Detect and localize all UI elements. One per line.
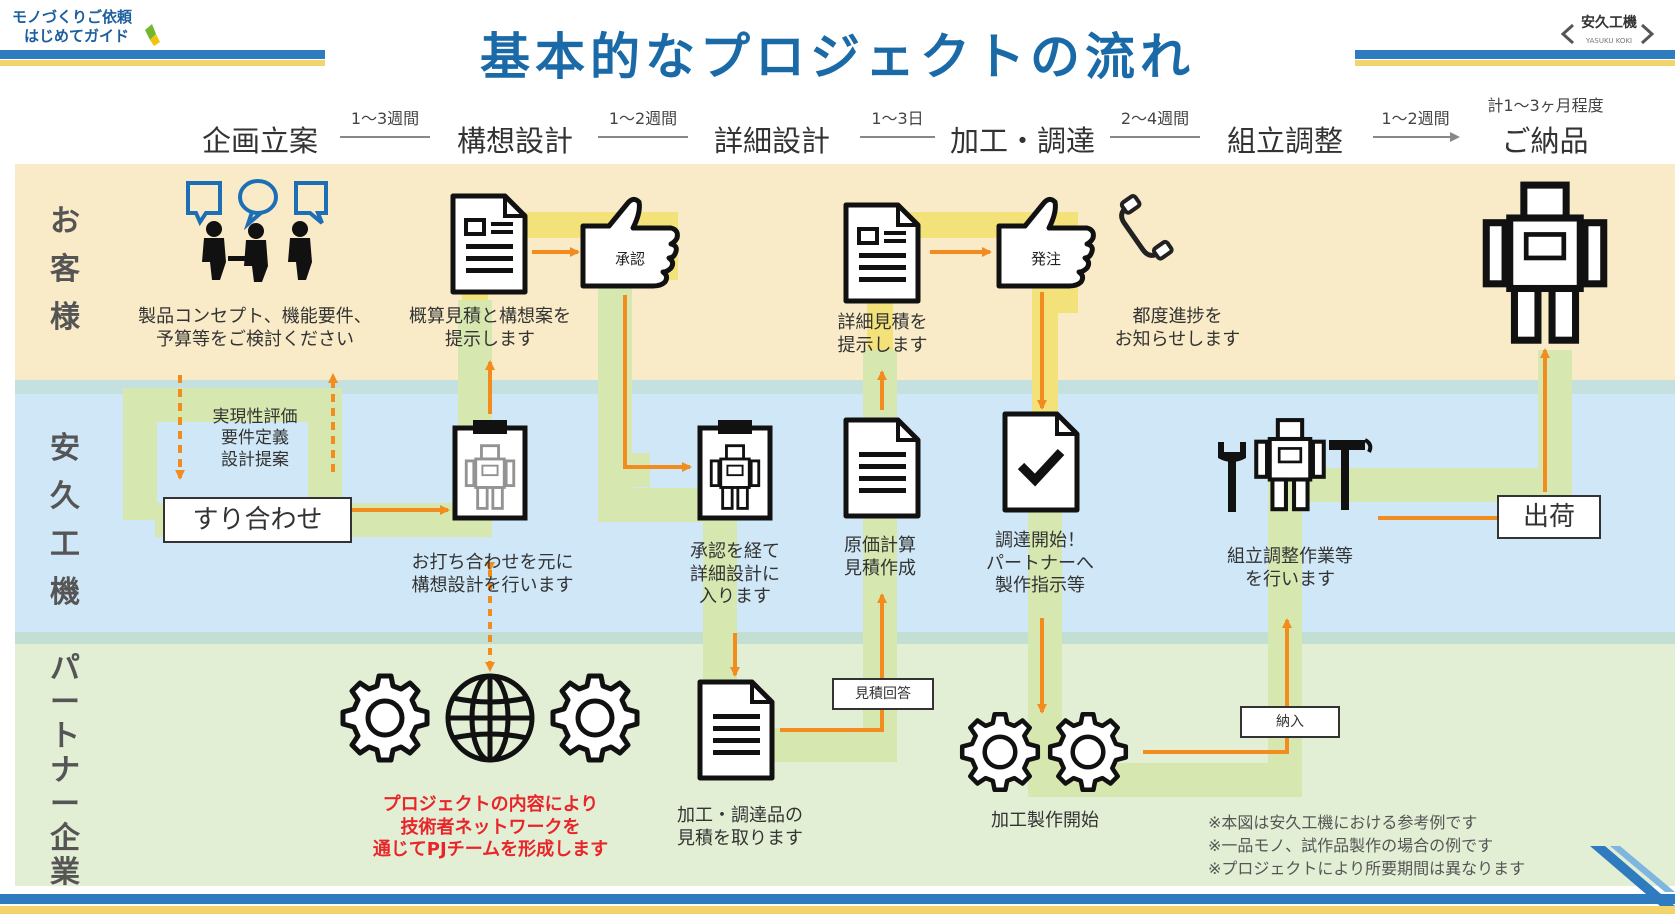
gear-icon: [1050, 714, 1126, 790]
gear-icon: [343, 676, 427, 760]
logo-mark: [145, 23, 1655, 46]
gear-icon: [962, 714, 1038, 790]
page-title: 基本的なプロジェクトの流れ: [480, 28, 1195, 86]
globe-icon: [445, 673, 535, 763]
footnotes: ※本図は安久工機における参考例です ※一品モノ、試作品製作の場合の例です ※プロ…: [1208, 813, 1526, 878]
estimate-reply-box: 見積回答: [832, 678, 934, 710]
phase-label: 組立調整: [1226, 124, 1343, 158]
beginner-mark-icon: [145, 24, 156, 40]
cost-calc-text: 原価計算 見積作成: [844, 535, 916, 579]
band-text: お客様: [50, 204, 80, 335]
band-divider: [15, 632, 1675, 644]
document-icon: [453, 196, 525, 292]
meeting-people-icon: [202, 221, 312, 282]
flow-arrows: [175, 247, 1550, 754]
arrow-estimate-reply: [780, 593, 887, 732]
document-icon: [700, 682, 772, 778]
hammer-icon: [1329, 438, 1373, 510]
procurement-start-text: 調達開始！ パートナーへ 製作指示等: [986, 530, 1094, 596]
document-icon: [846, 420, 918, 516]
after-approval-text: 承認を経て 詳細設計に 入ります: [690, 541, 780, 607]
arrow-to-detail-design: [623, 295, 692, 472]
assembly-work-text: 組立調整作業等 を行います: [1227, 546, 1353, 590]
check-document-icon: [1005, 414, 1077, 510]
phase-label: ご納品: [1501, 124, 1589, 158]
document-icon: [846, 205, 918, 301]
delivery-box: 納入: [1240, 706, 1340, 738]
approval-label: 承認: [614, 250, 645, 268]
corner-stripe: [1590, 846, 1675, 906]
partner-team-text: プロジェクトの内容により 技術者ネットワークを 通じてPJチームを形成します: [372, 794, 609, 860]
phase-label: 構想設計: [456, 124, 573, 158]
clipboard-icon: [697, 420, 773, 521]
band-text: パートナー企業: [50, 651, 80, 890]
footer-bar-blue: [0, 894, 1675, 904]
band-divider: [15, 380, 1675, 394]
detail-estimate-text: 詳細見積を 提示します: [837, 312, 928, 356]
concept-design-text: お打ち合わせを元に 構想設計を行います: [411, 552, 574, 596]
gear-icon: [553, 676, 637, 760]
total-duration: 計1〜3ヶ月程度: [1487, 96, 1604, 115]
band-label-partner: パートナー企業: [40, 652, 90, 890]
band-text: 安久工機: [50, 431, 80, 610]
footer-bar-yellow: [0, 906, 1675, 914]
shipping-box: 出荷: [1497, 495, 1601, 539]
phase-label: 企画立案: [201, 124, 318, 158]
header-accent-right: [1355, 50, 1675, 66]
company-logo-subtext: YASUKU KOKI: [1585, 37, 1633, 45]
arrow-delivery: [1143, 618, 1292, 754]
company-logo-text: 安久工機: [1581, 15, 1637, 31]
phase-label: 加工・調達: [949, 124, 1095, 158]
duration-label: 1〜2週間: [1381, 109, 1450, 128]
progress-notice-text: 都度進捗を お知らせします: [1114, 306, 1241, 350]
feasibility-text: 実現性評価 要件定義 設計提案: [212, 407, 298, 470]
band-label-yasuku: 安久工機: [40, 425, 90, 617]
wrench-icon: [1218, 442, 1246, 512]
telephone-icon: [1119, 194, 1174, 261]
header-accent-left: [0, 50, 325, 66]
duration-label: 1〜2週間: [608, 109, 678, 128]
customer-concept-text: 製品コンセプト、機能要件、 予算等をご検討ください: [138, 306, 372, 350]
parts-estimate-text: 加工・調達品の 見積を取ります: [677, 805, 803, 849]
duration-label: 1〜3週間: [350, 109, 420, 128]
clipboard-icon: [452, 420, 528, 521]
manufacturing-start-text: 加工製作開始: [991, 810, 1099, 831]
band-label-customer: お客様: [40, 198, 90, 342]
phase-label: 詳細設計: [713, 124, 830, 158]
brand-line-1: モノづくりご依頼: [12, 8, 133, 26]
brand-line-2: はじめてガイド: [24, 27, 130, 45]
estimate-proposal-text: 概算見積と構想案を 提示します: [409, 306, 571, 350]
corner-stripe: [1610, 846, 1675, 892]
duration-label: 2〜4週間: [1120, 109, 1190, 128]
order-label: 発注: [1030, 250, 1061, 268]
duration-label: 1〜3日: [871, 109, 924, 128]
speech-bubble-icon: [186, 179, 328, 231]
meeting-box: すり合わせ: [163, 497, 352, 543]
